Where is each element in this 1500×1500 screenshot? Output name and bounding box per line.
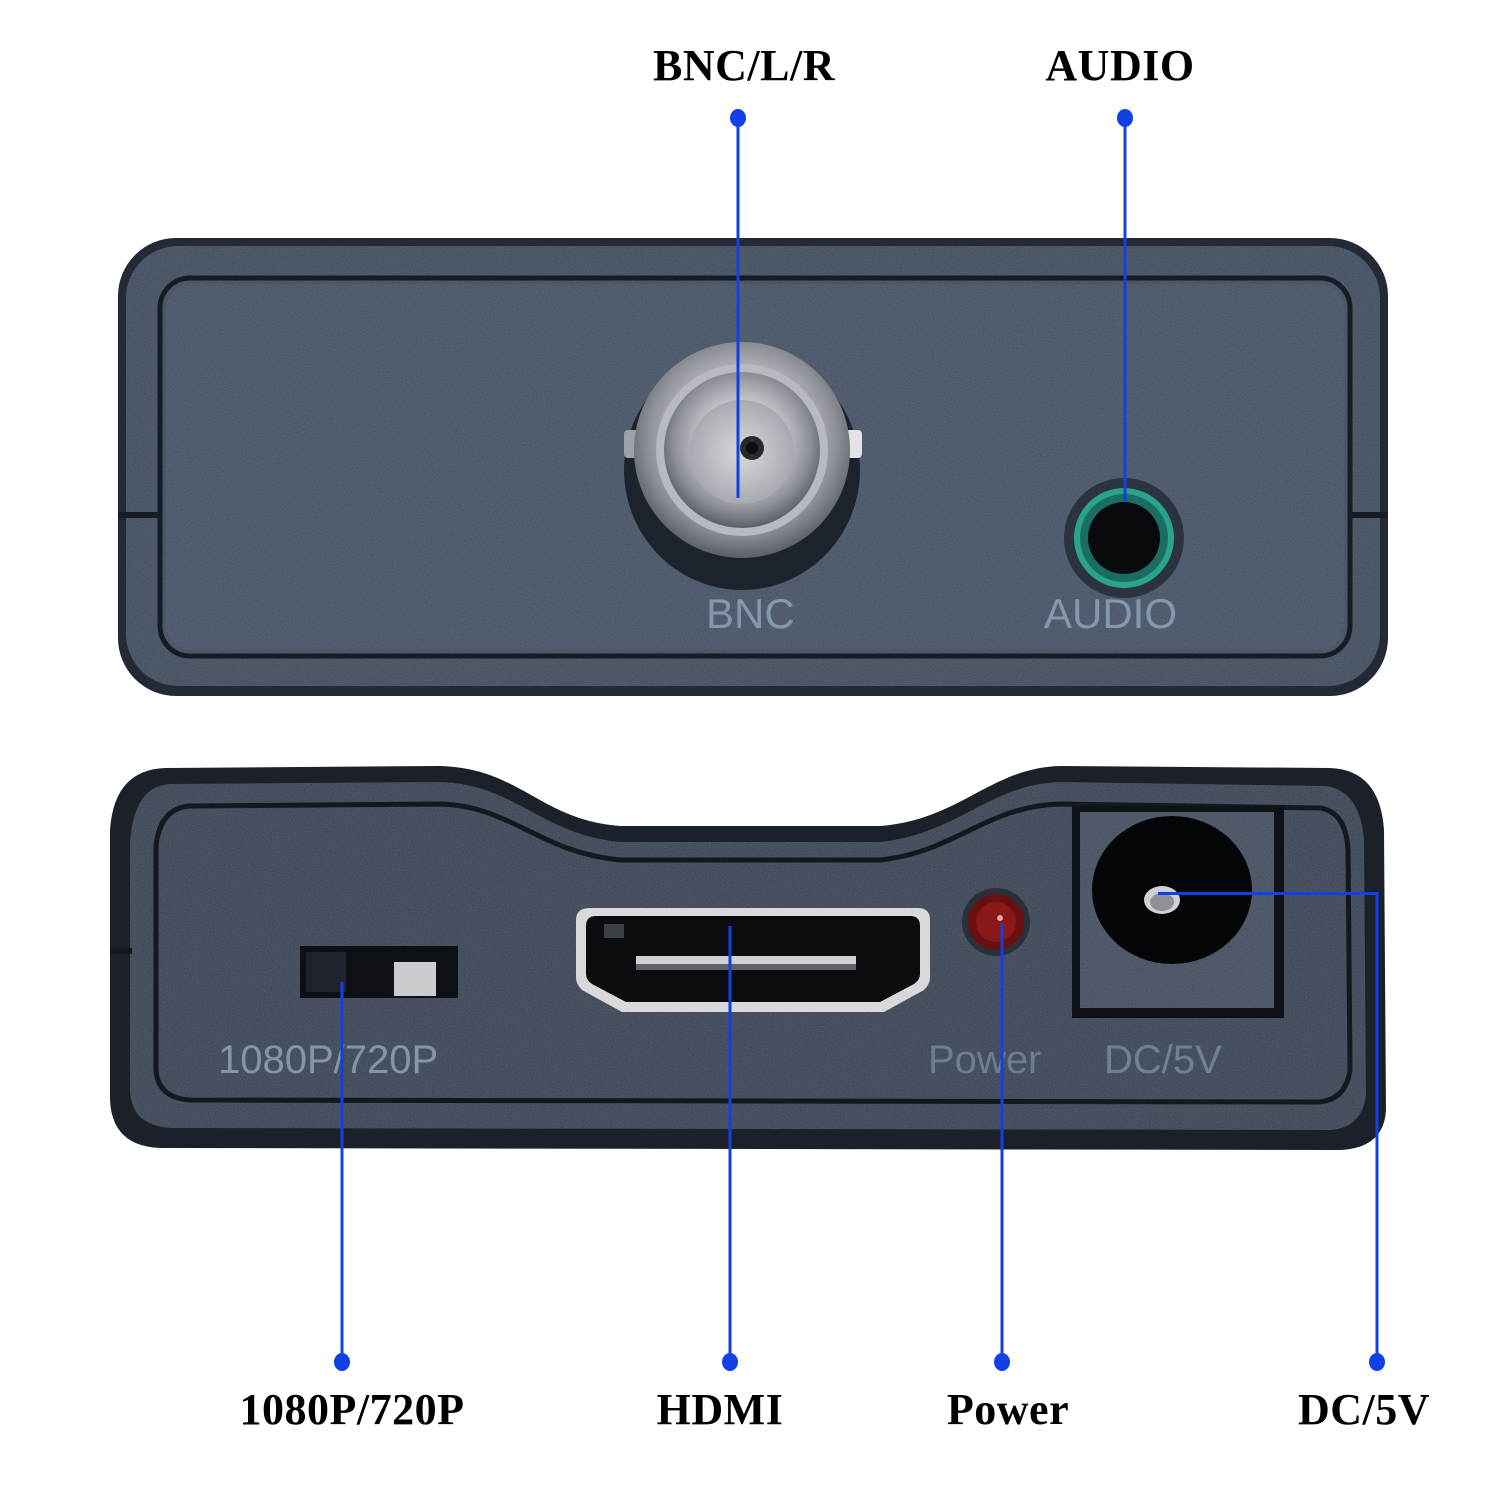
power-silkscreen-label: Power (928, 1038, 1042, 1082)
bnc-silkscreen-label: BNC (706, 590, 795, 637)
top-device-panel (118, 238, 1388, 696)
resolution-silkscreen-label: 1080P/720P (218, 1038, 439, 1082)
callout-hdmi-dot (722, 1353, 738, 1371)
power-led (962, 888, 1030, 956)
callout-switch-dot (334, 1353, 350, 1371)
callout-dc-hline (1158, 892, 1378, 895)
resolution-switch[interactable] (300, 946, 458, 998)
callout-bnc-label: BNC/L/R (653, 41, 835, 90)
callout-dc-dot (1369, 1353, 1385, 1371)
callout-audio-label: AUDIO (1045, 41, 1195, 90)
callout-power-label: Power (946, 1385, 1070, 1434)
callout-audio-line (1123, 118, 1127, 502)
bnc-connector[interactable] (624, 342, 862, 590)
dc-silkscreen-label: DC/5V (1104, 1038, 1222, 1082)
callout-switch-line (340, 982, 344, 1362)
callout-dc-label: DC/5V (1297, 1385, 1431, 1434)
callout-hdmi-line (728, 926, 732, 1362)
hdmi-port[interactable] (576, 908, 930, 1012)
audio-silkscreen-label: AUDIO (1044, 590, 1178, 637)
callout-hdmi-label: HDMI (656, 1385, 784, 1434)
callout-bnc-line (736, 118, 740, 498)
callout-dc-line (1375, 892, 1379, 1362)
callout-power-line (1000, 924, 1004, 1362)
callout-switch-label: 1080P/720P (239, 1385, 465, 1434)
callout-power-dot (994, 1353, 1010, 1371)
audio-jack[interactable] (1064, 478, 1184, 598)
dc-jack[interactable] (1072, 806, 1284, 1018)
